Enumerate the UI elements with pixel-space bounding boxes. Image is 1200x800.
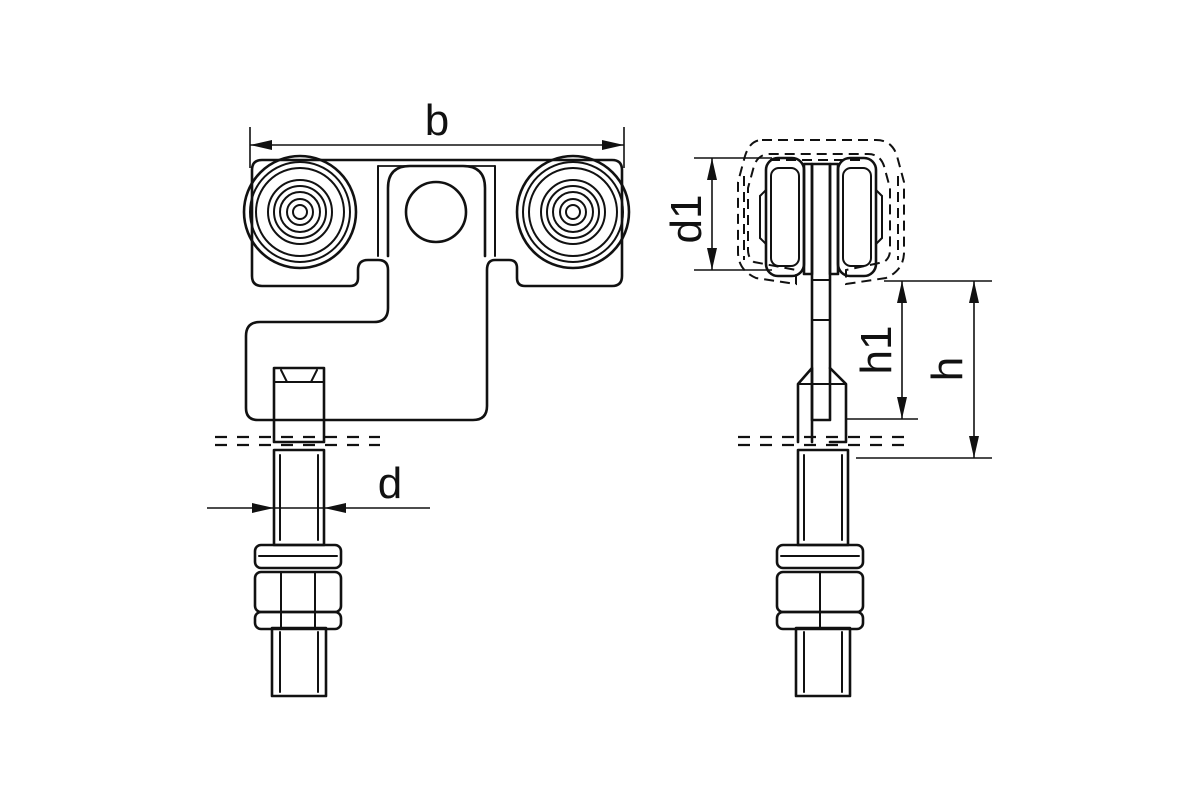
side-wheel-right — [836, 156, 883, 278]
front-view: b d — [207, 96, 631, 698]
dimension-d1: d1 — [662, 157, 772, 271]
side-bolt-socket — [796, 366, 848, 444]
dimension-h: h — [856, 280, 992, 459]
dimension-d: d — [207, 459, 430, 513]
lug-hole — [404, 180, 468, 244]
label-d: d — [378, 459, 402, 508]
side-wheel-left — [759, 156, 806, 278]
hanger-lug — [386, 164, 487, 258]
side-view: d1 h1 h — [662, 139, 992, 698]
label-b: b — [425, 96, 449, 145]
washer-and-nuts — [253, 543, 343, 631]
side-hanger-plate — [802, 162, 840, 422]
dimension-b: b — [249, 96, 625, 168]
left-wheel — [242, 154, 358, 270]
label-h1: h1 — [852, 326, 901, 375]
right-wheel — [515, 154, 631, 270]
front-break-line — [215, 435, 380, 447]
label-h: h — [923, 357, 972, 381]
bolt-socket — [272, 366, 326, 444]
trolley-body — [244, 158, 624, 422]
label-d1: d1 — [662, 195, 711, 244]
side-washer-and-nuts — [775, 543, 865, 631]
rail-profile — [737, 139, 905, 286]
dimension-h1: h1 — [846, 280, 918, 420]
side-break-line — [738, 435, 905, 447]
side-threaded-rod — [794, 448, 852, 698]
